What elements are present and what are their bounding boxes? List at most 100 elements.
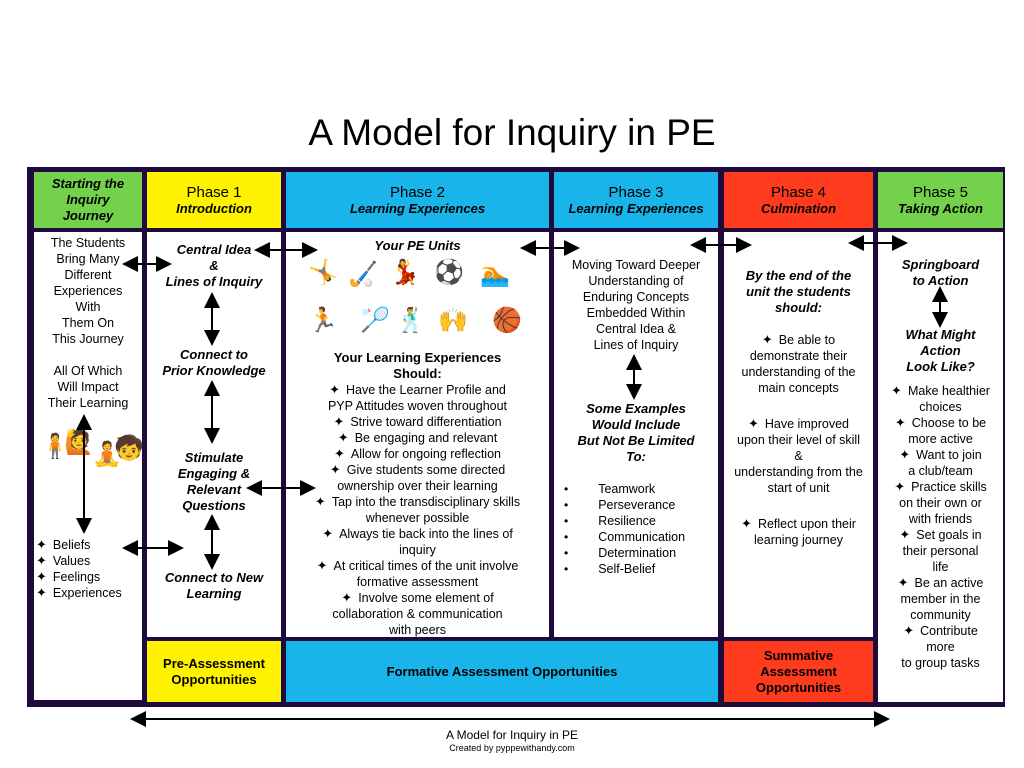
phase-1-step: Lines of Inquiry (165, 274, 263, 289)
learning-experience-item: Give students some directed (286, 462, 549, 478)
phase-1-step: Relevant (186, 482, 242, 497)
header-phase-3: Phase 3 Learning Experiences (554, 172, 718, 228)
phase-1-step: & (209, 258, 219, 273)
text-line: Be an active (878, 575, 1003, 591)
learning-experience-item: collaboration & communication (332, 607, 503, 621)
badminton-icon: 🏸 (360, 307, 390, 334)
text-line: Them On (61, 316, 115, 330)
text-line: with friends (908, 512, 973, 526)
text-line: more (926, 640, 955, 654)
text-line: choices (919, 400, 962, 414)
text-line: demonstrate their (749, 349, 848, 363)
text-line: learning journey (754, 533, 843, 547)
text-line: understanding of the (741, 365, 856, 379)
start-value-item: Feelings (36, 569, 122, 585)
text-line: to group tasks (901, 656, 980, 670)
hockey-icon: 🏑 (348, 261, 378, 288)
phase-2-name: Phase 2 (389, 184, 446, 201)
example-item: Resilience (564, 513, 714, 529)
text-line: Your Learning Experiences (333, 350, 502, 365)
text-line: Will Impact (57, 380, 119, 394)
learning-experience-item: Involve some element of (286, 590, 549, 606)
text-line: Contribute (878, 623, 1003, 639)
text-line: main concepts (758, 381, 839, 395)
text-line: Understanding of (588, 274, 684, 288)
learning-experience-item: Tap into the transdisciplinary skills (286, 494, 549, 510)
swimming-icon: 🏊 (480, 261, 510, 288)
text-line: Should: (393, 366, 442, 381)
start-label: Starting the Inquiry Journey (51, 176, 125, 223)
text-line: Action (920, 343, 961, 358)
phase-3-examples: TeamworkPerseveranceResilienceCommunicat… (564, 481, 714, 577)
learning-experience-item: whenever possible (365, 511, 470, 525)
text-line: a club/team (908, 464, 973, 478)
text-line: community (910, 608, 971, 622)
learning-experience-item: At critical times of the unit involve (286, 558, 549, 574)
text-line: Lines of Inquiry (593, 338, 679, 352)
text-line: Have improved (724, 416, 873, 432)
text-line: Central Idea & (596, 322, 676, 336)
example-item: Self-Belief (564, 561, 714, 577)
text-line: Moving Toward Deeper (571, 258, 701, 272)
learning-experience-item: with peers (389, 623, 446, 637)
text-line: Some Examples (586, 401, 686, 416)
text-line: What Might (905, 327, 976, 342)
phase-5-name: Phase 5 (912, 184, 969, 201)
learning-experience-item: ownership over their learning (337, 479, 498, 493)
phase-2-sub: Learning Experiences (349, 201, 486, 216)
text-line: Would Include (591, 417, 681, 432)
header-phase-2: Phase 2 Learning Experiences (286, 172, 549, 228)
text-line: & (794, 449, 803, 463)
text-line: more active (908, 432, 973, 446)
header-phase-5: Phase 5 Taking Action (878, 172, 1003, 228)
phase-1-step: Learning (186, 586, 242, 601)
phase-1-step: Connect to (180, 347, 248, 362)
text-line: Springboard (901, 257, 980, 272)
text-line: unit the students (746, 284, 851, 299)
phase-1-step: Connect to New (164, 570, 264, 585)
example-item: Perseverance (564, 497, 714, 513)
text-line: Opportunities (755, 679, 842, 695)
phase-4-sub: Culmination (760, 201, 837, 216)
hands-icon: 🙌 (438, 307, 468, 334)
soccer-icon: ⚽ (434, 259, 464, 286)
text-line: The Students (50, 236, 126, 250)
learning-experience-item: formative assessment (356, 575, 479, 589)
start-value-item: Beliefs (36, 537, 122, 553)
text-line: This Journey (52, 332, 124, 346)
learning-experience-item: Strive toward differentiation (286, 414, 549, 430)
phase-1-sub: Introduction (176, 201, 252, 216)
text-line: Their Learning (47, 396, 129, 410)
text-line: Practice skills (878, 479, 1003, 495)
header-phase-1: Phase 1 Introduction (147, 172, 281, 228)
dance-icon: 💃 (390, 259, 420, 286)
student-icon: 🧘 (92, 441, 122, 468)
text-line: Summative (763, 647, 834, 663)
text-line: Set goals in (878, 527, 1003, 543)
example-item: Communication (564, 529, 714, 545)
text-line: All Of Which (53, 364, 123, 378)
bottom-credit: Created by pyppewithandy.com (449, 743, 575, 753)
athletics-icon: 🏃 (308, 307, 338, 334)
learning-experience-item: Allow for ongoing reflection (286, 446, 549, 462)
phase-2-column: Your PE Units 🤸 🏑 💃 ⚽ 🏊 🏃 🏸 🕺 🙌 🏀 Your L… (286, 232, 549, 637)
text-line: on their own or (899, 496, 982, 510)
phase-1-name: Phase 1 (186, 184, 242, 201)
learning-experience-item: PYP Attitudes woven throughout (327, 399, 508, 413)
example-item: Teamwork (564, 481, 714, 497)
